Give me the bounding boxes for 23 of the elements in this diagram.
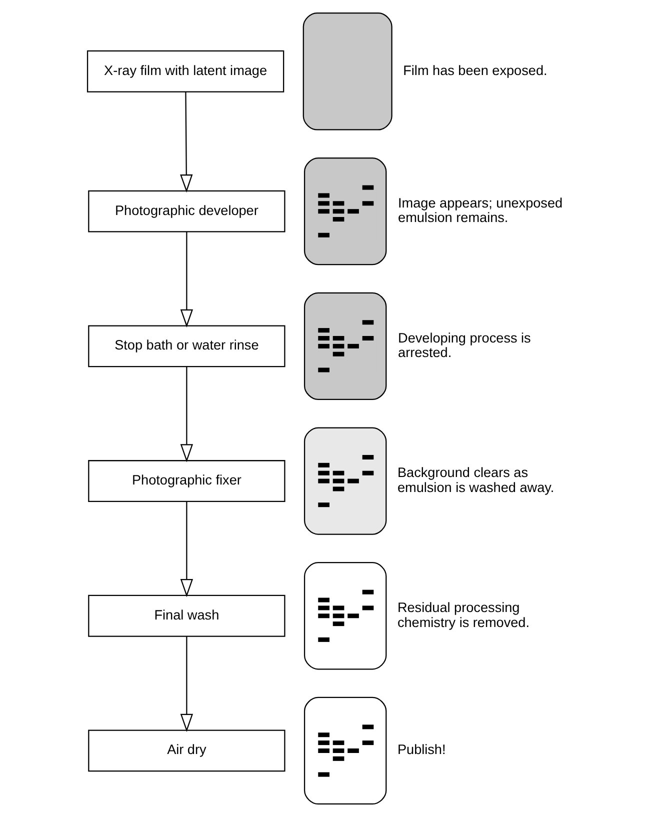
node-picture <box>303 427 386 535</box>
node-picture <box>303 292 386 400</box>
node-label: Background clears as emulsion is washed away. <box>396 465 554 495</box>
node-box: Photographic developer <box>88 190 285 232</box>
arrow <box>180 92 192 193</box>
arrow <box>180 501 193 598</box>
node-label: Image appears; unexposed emulsion remains. <box>398 195 562 226</box>
node-box: Photographic fixer <box>88 460 285 502</box>
node-box: Final wash <box>88 594 285 637</box>
arrow <box>180 366 193 462</box>
node-box: Stop bath or water rinse <box>88 325 285 368</box>
node-picture <box>303 562 386 670</box>
arrow <box>180 636 193 732</box>
node-picture <box>303 696 386 805</box>
node-label: Publish! <box>396 742 446 758</box>
node-box <box>302 12 392 130</box>
node-label: Residual processing chemistry is removed. <box>396 600 530 630</box>
node-box: X-ray film with latent image <box>86 50 284 92</box>
node-label: Developing process is arrested. <box>398 330 530 360</box>
node-label: Film has been exposed. <box>402 62 547 78</box>
node-picture <box>303 158 386 266</box>
node-box: Air dry <box>88 730 285 772</box>
arrow <box>180 232 193 328</box>
